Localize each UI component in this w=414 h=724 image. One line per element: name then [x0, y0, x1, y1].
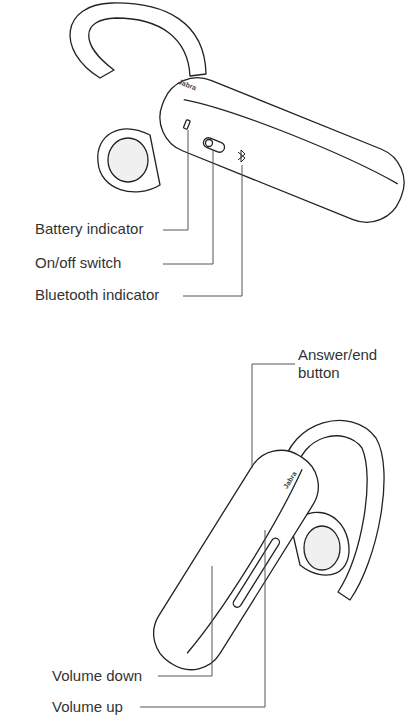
leader-line — [183, 165, 242, 296]
callout-label: Answer/end button — [298, 346, 398, 382]
earbud-tip — [304, 526, 340, 570]
volume-slider — [232, 537, 281, 609]
battery-indicator-mark — [183, 120, 190, 130]
body-face-line — [184, 92, 400, 185]
bluetooth-symbol — [238, 150, 245, 162]
leader-line — [163, 130, 188, 230]
callout-label: Bluetooth indicator — [35, 286, 185, 304]
leader-line — [252, 364, 295, 468]
callout-label: On/off switch — [35, 254, 175, 272]
earbud-tip — [108, 138, 148, 182]
on-off-switch — [202, 136, 226, 154]
leader-line — [140, 530, 265, 707]
ear-hook — [70, 3, 206, 78]
callout-label: Volume up — [52, 698, 162, 716]
callout-label: Volume down — [52, 667, 162, 685]
leader-line — [163, 150, 213, 264]
leader-line — [158, 566, 212, 676]
headset-body — [141, 437, 331, 682]
switch-knob — [206, 140, 213, 147]
earbud — [98, 129, 160, 192]
body-face-line — [187, 469, 307, 656]
callout-label: Battery indicator — [35, 220, 175, 238]
headset-body — [149, 67, 414, 233]
